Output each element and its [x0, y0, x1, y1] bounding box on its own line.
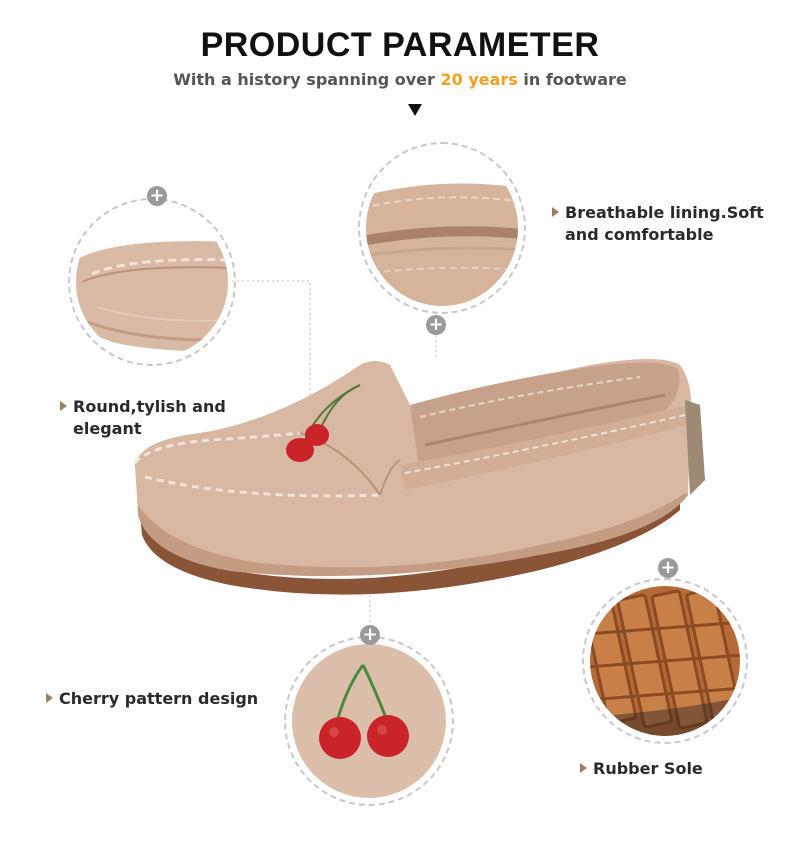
- plus-icon-cherry[interactable]: +: [360, 625, 380, 645]
- rubber-sole-detail-image: [590, 586, 740, 736]
- feature-label-cherry: Cherry pattern design: [46, 688, 258, 710]
- subtitle-text-after: in footware: [517, 70, 627, 89]
- bullet-triangle-icon: [60, 400, 67, 411]
- feature-text-lining-line2: and comfortable: [565, 225, 714, 244]
- plus-icon-toe[interactable]: +: [147, 186, 167, 206]
- cherry-detail-image: [292, 644, 446, 798]
- bullet-triangle-icon: [552, 206, 559, 217]
- feature-label-lining: Breathable lining.Soft and comfortable: [552, 202, 764, 246]
- feature-text-sole: Rubber Sole: [593, 759, 703, 778]
- lining-detail-image: [366, 150, 518, 306]
- feature-text-toe-line2: elegant: [73, 419, 142, 438]
- bullet-triangle-icon: [580, 762, 587, 773]
- down-arrow-icon: [408, 104, 422, 116]
- toe-detail-image: [76, 206, 228, 358]
- feature-text-lining-line1: Breathable lining.Soft: [565, 203, 764, 222]
- detail-circle-lining: [358, 142, 526, 314]
- plus-icon-sole[interactable]: +: [658, 558, 678, 578]
- page-title: PRODUCT PARAMETER: [200, 26, 600, 64]
- feature-text-cherry: Cherry pattern design: [59, 689, 259, 708]
- page-subtitle: With a history spanning over 20 years in…: [0, 70, 800, 89]
- subtitle-highlight: 20 years: [440, 70, 518, 89]
- feature-label-sole: Rubber Sole: [580, 758, 703, 780]
- feature-text-toe-line1: Round,tylish and: [73, 397, 226, 416]
- subtitle-text-before: With a history spanning over: [173, 70, 441, 89]
- loafer-shoe-image: [133, 359, 705, 595]
- detail-circle-sole: [582, 578, 748, 744]
- feature-label-toe: Round,tylish and elegant: [60, 396, 226, 440]
- plus-icon-lining[interactable]: +: [426, 315, 446, 335]
- bullet-triangle-icon: [46, 692, 53, 703]
